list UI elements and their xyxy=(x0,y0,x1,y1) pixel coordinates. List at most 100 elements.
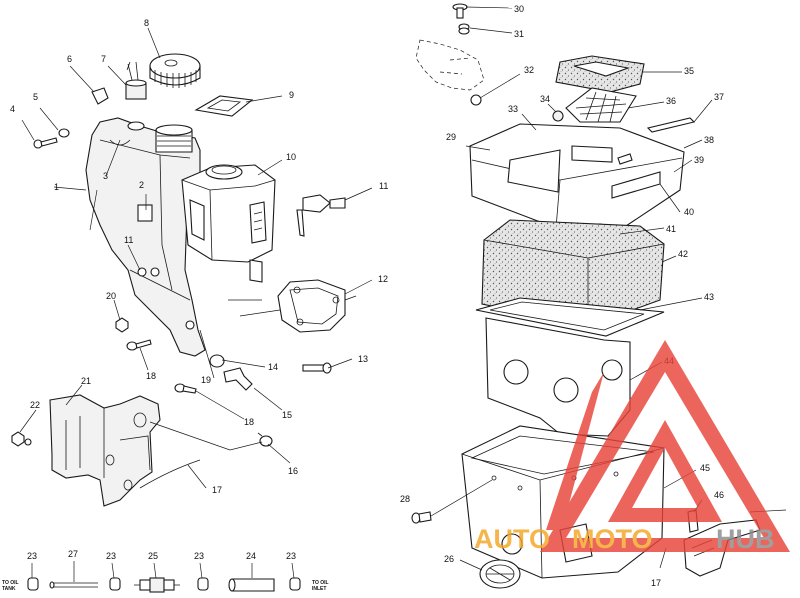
callout-44: 45 xyxy=(700,463,710,473)
callout-16: 16 xyxy=(288,466,298,476)
cover-recess xyxy=(507,149,561,193)
callout-18-right: 18 xyxy=(244,417,254,427)
tank-lower-hole xyxy=(185,320,195,330)
fitting-33 xyxy=(552,110,564,122)
watermark-text-auto: AUTO xyxy=(474,524,550,554)
airbox-cover-37 xyxy=(469,123,685,229)
intake-boot-26 xyxy=(479,559,521,589)
callout-36: 37 xyxy=(714,92,724,102)
screw-4 xyxy=(33,137,58,149)
callout-6: 6 xyxy=(67,54,72,64)
callout-39: 40 xyxy=(684,207,694,217)
decal-36 xyxy=(646,117,696,133)
callout-17-left: 17 xyxy=(212,485,222,495)
clip-31 xyxy=(470,94,482,106)
callout-31: 32 xyxy=(524,65,534,75)
caption-to-oil-tank-line2: TANK xyxy=(2,586,16,592)
callout-18-left: 18 xyxy=(146,371,156,381)
filler-neck-rim xyxy=(155,124,193,136)
left-callouts: 1 2 3 4 5 6 7 8 9 10 11 11 12 13 14 15 1… xyxy=(2,18,661,592)
screw-27 xyxy=(411,479,493,524)
callout-23-a: 23 xyxy=(27,551,37,561)
gasket-42 xyxy=(475,297,665,337)
callout-34: 35 xyxy=(684,66,694,76)
watermark-triangle-outer xyxy=(540,340,790,552)
filter-frame-43 xyxy=(485,317,631,437)
callout-9: 9 xyxy=(289,90,294,100)
callout-21: 21 xyxy=(81,376,91,386)
nut-20 xyxy=(115,317,129,333)
watermark-text-moto: MOTO xyxy=(572,524,653,554)
right-callouts: 28 29 30 31 32 33 34 35 36 37 38 39 40 4… xyxy=(400,4,724,564)
right-leader-lines xyxy=(459,6,787,571)
callout-13: 13 xyxy=(358,354,368,364)
nut-22 xyxy=(11,431,32,447)
callout-8: 8 xyxy=(144,18,149,28)
clamp-23-b xyxy=(109,577,121,591)
callout-23-b: 23 xyxy=(106,551,116,561)
intake-filter-34 xyxy=(555,55,645,93)
caption-to-oil-inlet-line2: INLET xyxy=(312,586,326,592)
oil-pump-12 xyxy=(277,279,357,333)
caption-to-oil-tank-line1: TO OIL xyxy=(2,580,19,586)
callout-33: 34 xyxy=(540,94,550,104)
bolt-13 xyxy=(302,362,332,374)
callout-15: 15 xyxy=(282,410,292,420)
oil-level-sensor xyxy=(125,61,147,100)
bottom-fittings-row xyxy=(27,577,301,593)
tank-mount-hole xyxy=(137,267,147,277)
hose-17 xyxy=(139,459,201,489)
caption-to-oil-inlet-line1: TO OIL xyxy=(312,580,329,586)
screw-19 xyxy=(126,339,152,351)
clamp-23-a xyxy=(27,577,39,591)
callout-40: 41 xyxy=(666,224,676,234)
callout-23-d: 23 xyxy=(286,551,296,561)
callout-27-bottom: 27 xyxy=(68,549,78,559)
callout-32: 33 xyxy=(508,104,518,114)
tank-mount-hole-2 xyxy=(150,267,160,277)
callout-42: 43 xyxy=(704,292,714,302)
washer-5 xyxy=(58,128,70,138)
callout-11-right: 11 xyxy=(379,181,388,191)
tank-vent-fitting xyxy=(127,121,145,131)
grommet-30 xyxy=(458,23,470,35)
hose-27-bottom xyxy=(52,582,98,588)
tank-label-decal xyxy=(137,204,153,222)
mount-bracket-21 xyxy=(49,394,161,507)
callout-27-right: 28 xyxy=(400,494,410,504)
callout-4: 4 xyxy=(10,104,15,114)
automotohub-watermark: AUTO MOTO HUB xyxy=(474,340,790,554)
callout-38: 39 xyxy=(694,155,704,165)
screw-18 xyxy=(174,383,197,394)
hose-24 xyxy=(231,578,275,592)
screw-29 xyxy=(452,3,468,19)
callout-11-left: 11 xyxy=(124,235,133,245)
callout-14: 14 xyxy=(268,362,278,372)
callout-22: 22 xyxy=(30,400,40,410)
callout-7: 7 xyxy=(101,54,106,64)
callout-24: 24 xyxy=(246,551,256,561)
callout-37: 38 xyxy=(704,135,714,145)
callout-29: 30 xyxy=(514,4,524,14)
callout-20: 20 xyxy=(106,291,116,301)
inline-filter-25 xyxy=(134,577,180,593)
callout-28: 29 xyxy=(446,132,456,142)
outlet-fitting-11 xyxy=(296,194,346,237)
clamp-23-d xyxy=(289,577,301,591)
oil-tank-cap xyxy=(149,53,201,88)
callout-25: 25 xyxy=(148,551,158,561)
oil-tank-assembly xyxy=(11,53,357,593)
wire-clip xyxy=(91,87,109,105)
clamp-23-c xyxy=(197,577,209,591)
callout-41: 42 xyxy=(678,249,688,259)
callout-17-right: 17 xyxy=(651,578,661,588)
callout-35: 36 xyxy=(666,96,676,106)
callout-12: 12 xyxy=(378,274,388,284)
watermark-triangle-inner xyxy=(608,420,722,522)
callout-26: 26 xyxy=(444,554,454,564)
callout-45: 46 xyxy=(714,490,724,500)
watermark-text-hub: HUB xyxy=(716,524,775,554)
gasket-9 xyxy=(194,95,254,117)
clamp-14 xyxy=(209,354,225,368)
